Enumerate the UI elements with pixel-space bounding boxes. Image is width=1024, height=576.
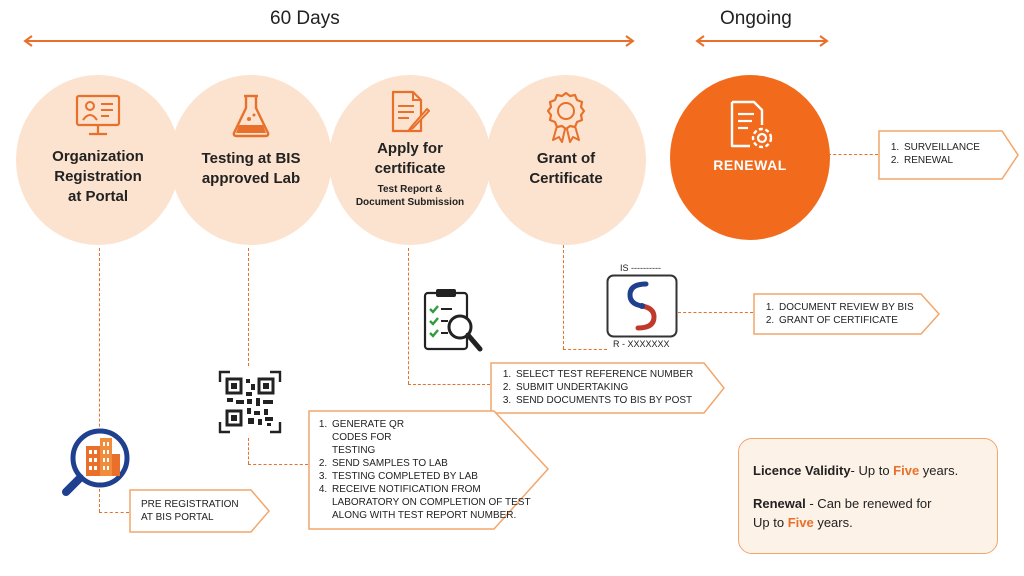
connector-testing-2 xyxy=(248,438,249,464)
callout-registration-line2: AT BIS PORTAL xyxy=(141,512,214,523)
callout-apply-item: SUBMIT UNDERTAKING xyxy=(514,381,693,394)
timeline-arrows xyxy=(23,35,829,47)
licence-info-box: Licence Validity- Up to Five years. Rene… xyxy=(738,438,998,554)
step-testing: Testing at BIS approved Lab xyxy=(170,75,332,245)
clipboard-search-icon xyxy=(423,289,483,352)
award-badge-icon xyxy=(546,91,586,143)
callout-testing-item: GENERATE QR CODES FOR TESTING xyxy=(330,418,437,457)
licence-validity-label: Licence Validity xyxy=(753,463,851,478)
connector-apply xyxy=(408,248,409,384)
callout-apply-item: SEND DOCUMENTS TO BIS BY POST xyxy=(514,394,693,407)
callout-testing-item: RECEIVE NOTIFICATION FROM LABORATORY ON … xyxy=(330,483,542,522)
callout-apply: SELECT TEST REFERENCE NUMBER SUBMIT UNDE… xyxy=(490,362,726,414)
callout-renewal-item: RENEWAL xyxy=(902,154,980,167)
callout-registration-line1: PRE REGISTRATION xyxy=(141,499,239,510)
callout-testing-item-text: GENERATE QR CODES FOR TESTING xyxy=(332,419,405,456)
step-apply: Apply for certificate Test Report & Docu… xyxy=(329,75,491,245)
building-magnifier-icon xyxy=(62,428,130,496)
timeline-days-label: 60 Days xyxy=(270,8,340,29)
callout-testing-item: SEND SAMPLES TO LAB xyxy=(330,457,520,470)
step-testing-line2: approved Lab xyxy=(201,170,301,187)
step-apply-line2: certificate xyxy=(374,160,446,177)
document-pen-icon xyxy=(391,90,430,133)
step-registration: Organization Registration at Portal xyxy=(16,75,180,245)
connector-testing xyxy=(248,248,249,366)
step-registration-line3: at Portal xyxy=(67,188,128,205)
step-apply-sub2: Document Submission xyxy=(355,197,465,208)
renewal-info-text: - Can be renewed for xyxy=(805,496,932,511)
step-apply-sub1: Test Report & xyxy=(377,184,443,195)
renewal-info-end: years. xyxy=(813,515,853,530)
renewal-info-line: Renewal - Can be renewed for xyxy=(753,494,983,513)
licence-validity-number: Five xyxy=(893,463,920,478)
step-grant-line1: Grant of xyxy=(536,150,596,167)
connector-apply-h xyxy=(408,384,490,385)
step-testing-line1: Testing at BIS xyxy=(201,150,301,167)
callout-testing-item: TESTING COMPLETED BY LAB xyxy=(330,470,520,483)
renewal-info-line2: Up to Five years. xyxy=(753,513,983,532)
ongoing-arrow xyxy=(695,35,829,47)
callout-grant: DOCUMENT REVIEW BY BIS GRANT OF CERTIFIC… xyxy=(753,293,941,335)
callout-renewal: SURVEILLANCE RENEWAL xyxy=(878,130,1020,180)
certificate-bottom-label: R - XXXXXXX xyxy=(613,339,670,349)
renewal-info-text2: Up to xyxy=(753,515,788,530)
renewal-info-label: Renewal xyxy=(753,496,806,511)
callout-testing-item-text: RECEIVE NOTIFICATION FROM LABORATORY ON … xyxy=(332,484,531,521)
callout-grant-item: DOCUMENT REVIEW BY BIS xyxy=(777,301,914,314)
step-grant-line2: Certificate xyxy=(529,170,603,187)
callout-testing: GENERATE QR CODES FOR TESTING SEND SAMPL… xyxy=(308,410,550,530)
callout-registration: PRE REGISTRATION AT BIS PORTAL xyxy=(129,489,271,533)
connector-grant xyxy=(563,245,564,349)
certificate-top-label: IS ---------- xyxy=(620,263,661,273)
step-renewal-title: RENEWAL xyxy=(713,157,787,173)
renewal-info-number: Five xyxy=(787,515,814,530)
connector-testing-h xyxy=(248,464,308,465)
step-grant: Grant of Certificate xyxy=(486,75,646,245)
days-arrow xyxy=(23,35,635,47)
connector-registration-h xyxy=(99,512,129,513)
step-registration-line2: Registration xyxy=(54,168,142,185)
connector-registration xyxy=(99,248,100,512)
licence-validity-text: - Up to xyxy=(850,463,894,478)
step-registration-line1: Organization xyxy=(52,148,144,165)
timeline-ongoing-label: Ongoing xyxy=(720,8,792,29)
licence-validity-line: Licence Validity- Up to Five years. xyxy=(753,461,983,480)
qr-code-icon xyxy=(218,370,282,434)
connector-renewal xyxy=(828,154,878,155)
callout-grant-item: GRANT OF CERTIFICATE xyxy=(777,314,914,327)
callout-renewal-item: SURVEILLANCE xyxy=(902,141,980,154)
callout-apply-item: SELECT TEST REFERENCE NUMBER xyxy=(514,368,693,381)
connector-grant-h xyxy=(563,349,607,350)
document-gear-icon xyxy=(730,100,773,149)
computer-user-icon xyxy=(75,94,121,136)
step-renewal: RENEWAL xyxy=(670,75,830,240)
licence-validity-end: years. xyxy=(919,463,959,478)
connector-certificate-callout xyxy=(678,312,753,313)
step-apply-line1: Apply for xyxy=(377,140,443,157)
lab-flask-icon xyxy=(232,94,270,138)
bis-certificate-logo xyxy=(606,274,678,338)
